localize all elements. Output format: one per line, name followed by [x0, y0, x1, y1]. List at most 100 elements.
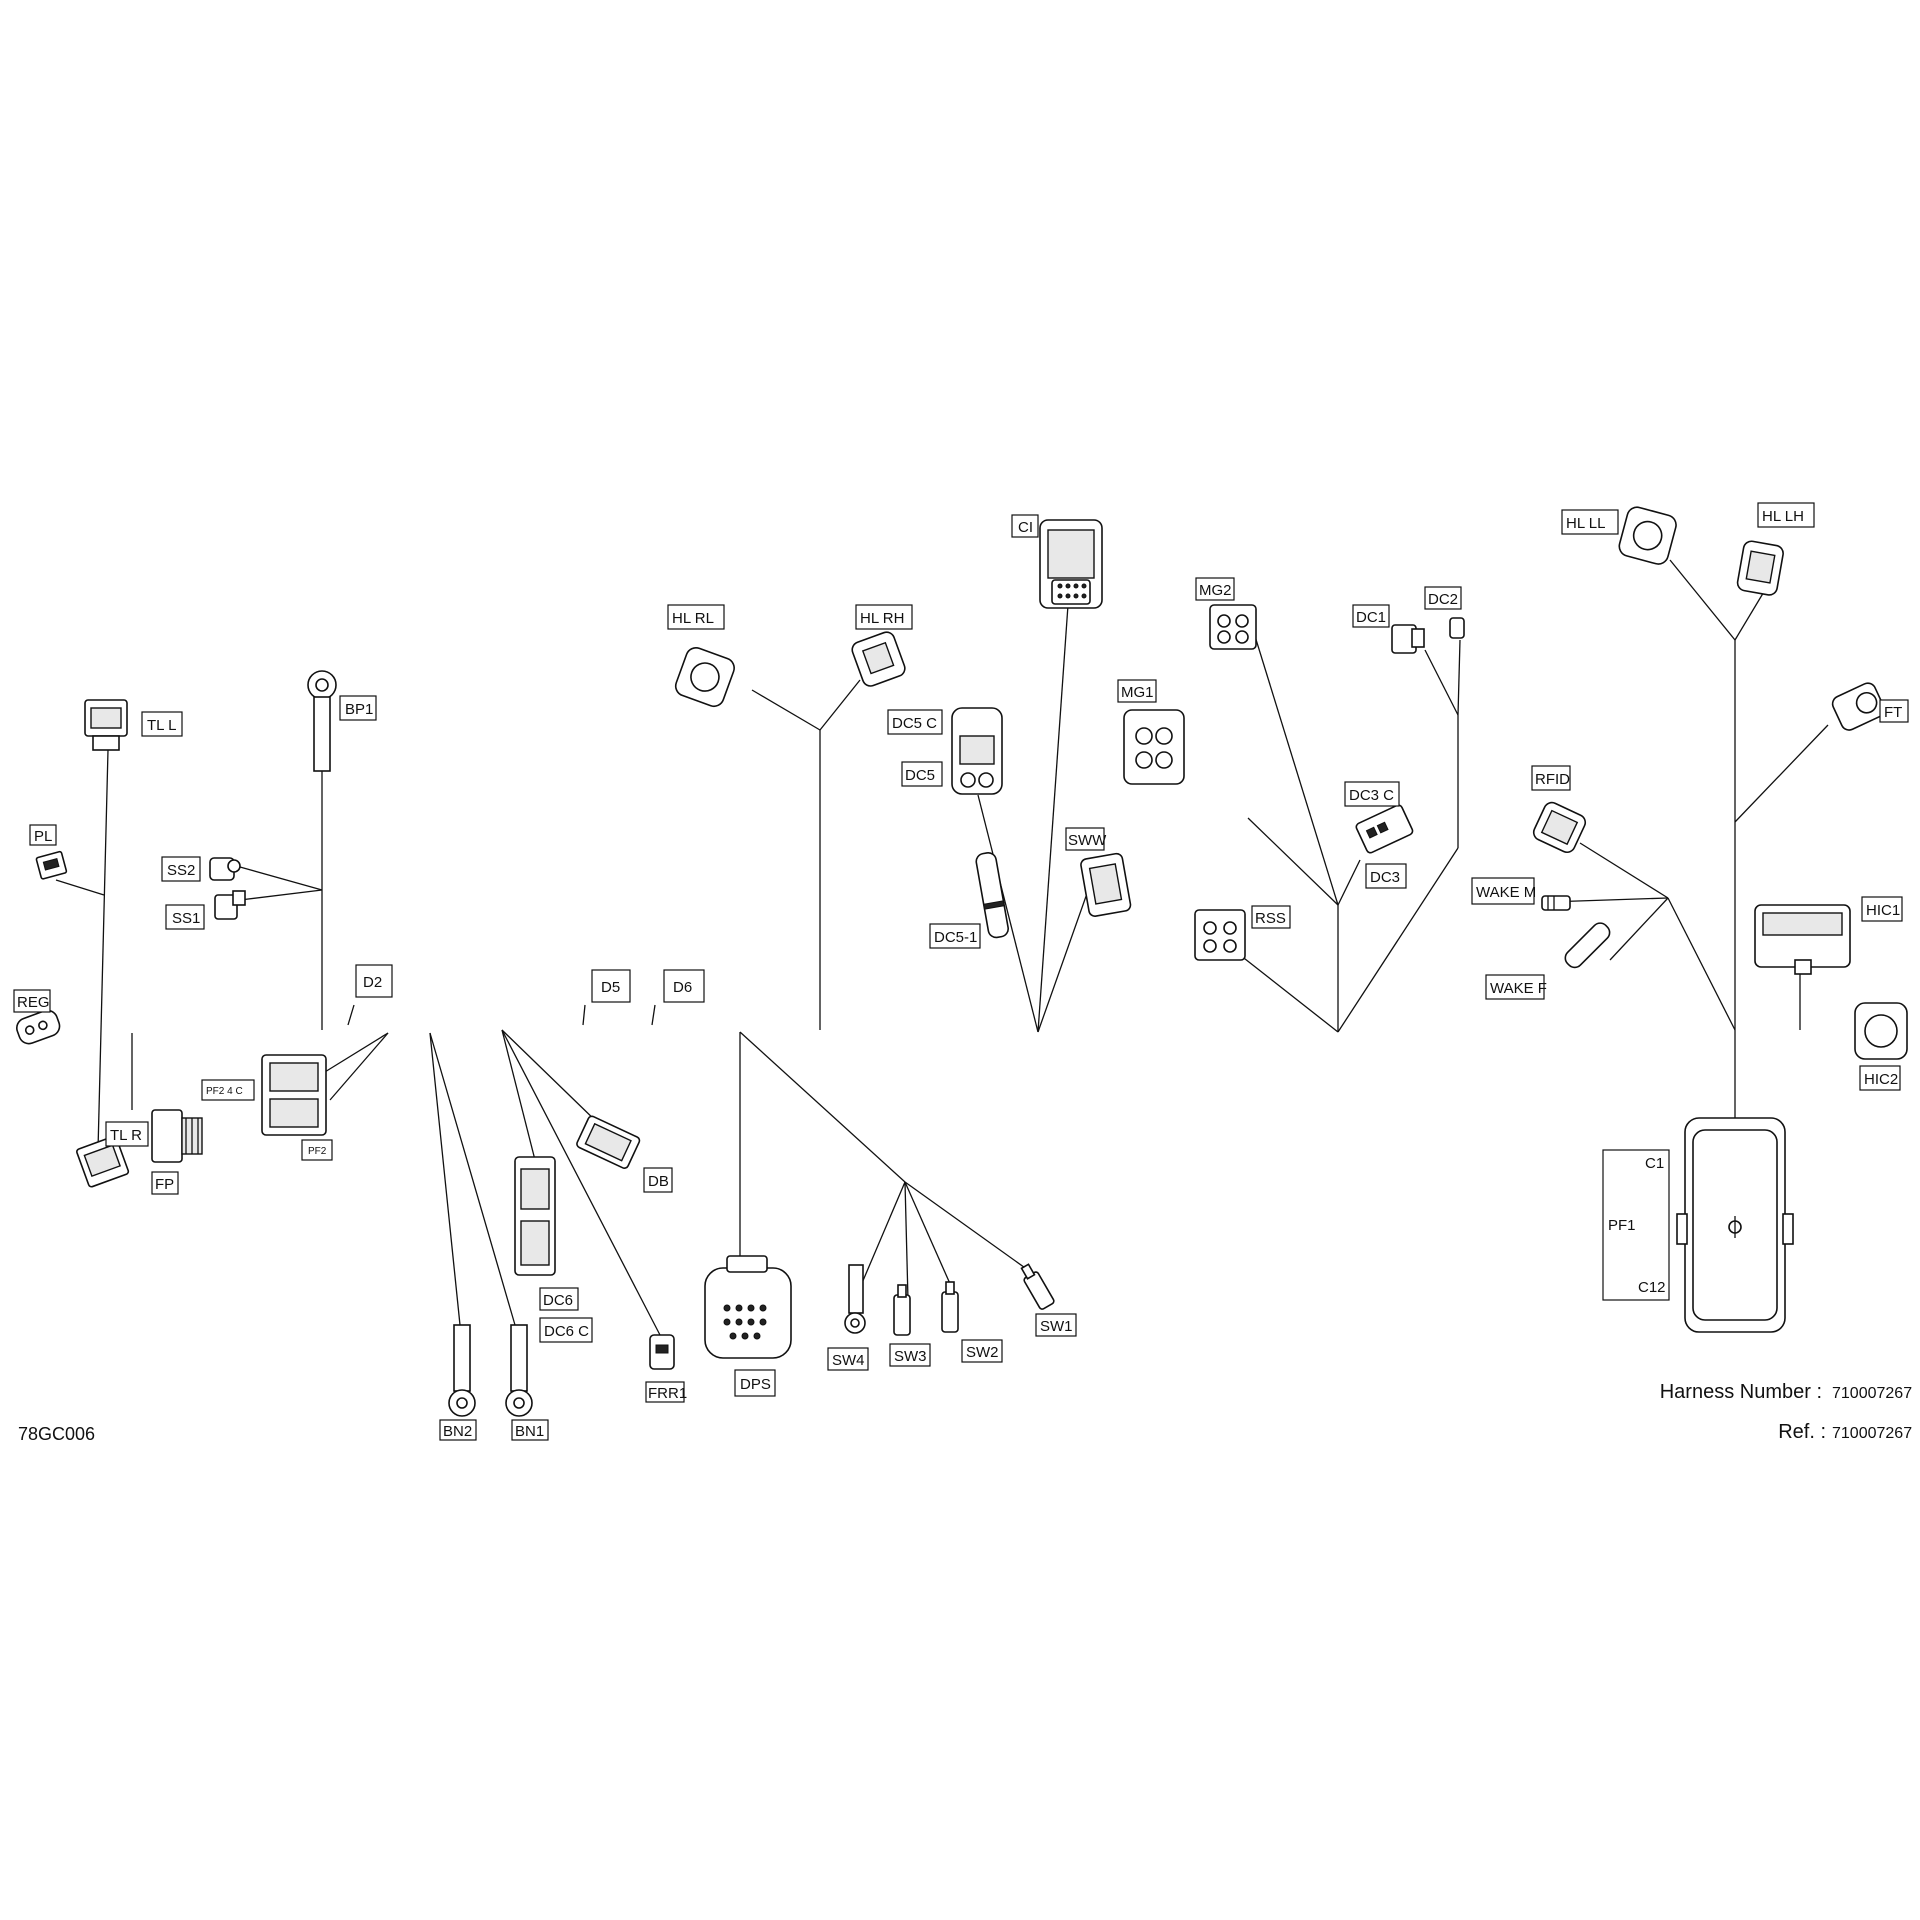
ring-terminal-bn1	[505, 1324, 533, 1417]
label-dc6: DC6	[539, 1287, 579, 1311]
label-wake-f: WAKE F	[1485, 974, 1547, 1000]
label-ss2: SS2	[161, 856, 201, 882]
svg-text:HL LH: HL LH	[1762, 508, 1804, 525]
connector-mg1	[1123, 709, 1185, 785]
label-bn2: BN2	[439, 1419, 477, 1441]
terminal-wake-f	[1564, 922, 1611, 969]
connector-dc6	[514, 1156, 556, 1276]
label-sw4: SW4	[827, 1347, 869, 1371]
svg-text:HL RL: HL RL	[672, 610, 714, 627]
label-d6: D6	[663, 969, 705, 1003]
label-pf2: PF2	[301, 1139, 333, 1161]
svg-text:DB: DB	[648, 1173, 669, 1190]
label-d5: D5	[591, 969, 631, 1003]
label-db: DB	[643, 1167, 673, 1193]
svg-text:DC6 C: DC6 C	[544, 1323, 589, 1340]
svg-text:DC3: DC3	[1370, 869, 1400, 886]
svg-text:WAKE F: WAKE F	[1490, 980, 1547, 997]
svg-text:WAKE M: WAKE M	[1476, 884, 1536, 901]
connector-tl-r	[76, 1135, 130, 1188]
label-sw1: SW1	[1035, 1313, 1077, 1337]
terminal-dc5-1	[975, 851, 1009, 939]
connector-pf2	[261, 1054, 327, 1136]
label-pl: PL	[29, 824, 57, 846]
svg-text:RSS: RSS	[1255, 910, 1286, 927]
ring-terminal-bn2	[448, 1324, 476, 1417]
label-hic2: HIC2	[1859, 1065, 1901, 1091]
svg-text:DC3 C: DC3 C	[1349, 787, 1394, 804]
terminal-wake-m	[1541, 895, 1571, 911]
ref-label: Ref. :	[1778, 1421, 1826, 1443]
label-dc3: DC3	[1365, 863, 1407, 889]
label-reg: REG	[13, 989, 51, 1013]
svg-text:DPS: DPS	[740, 1376, 771, 1393]
connector-rss	[1194, 909, 1246, 961]
connector-dc2	[1449, 617, 1465, 639]
svg-text:FRR1: FRR1	[648, 1385, 687, 1402]
fuse-box-pf1	[1676, 1117, 1794, 1333]
svg-text:HL RH: HL RH	[860, 610, 904, 627]
svg-text:DC5 C: DC5 C	[892, 715, 937, 732]
connector-fp	[151, 1109, 203, 1163]
ring-terminal-bp1	[307, 670, 337, 772]
label-hl-lh: HL LH	[1757, 502, 1815, 528]
label-rfid: RFID	[1531, 765, 1571, 791]
label-ss1: SS1	[165, 904, 205, 930]
connector-ss1	[214, 890, 246, 920]
connector-hl-lh	[1736, 540, 1784, 596]
label-sw2: SW2	[961, 1339, 1003, 1363]
label-mg1: MG1	[1117, 679, 1157, 703]
terminal-sw1	[1020, 1263, 1055, 1310]
connector-mg2	[1209, 604, 1257, 650]
label-dc1: DC1	[1352, 604, 1390, 628]
svg-text:SW1: SW1	[1040, 1318, 1073, 1335]
svg-text:PL: PL	[34, 828, 52, 845]
svg-text:SW4: SW4	[832, 1352, 865, 1369]
label-pf2-4c: PF2 4 C	[201, 1079, 255, 1101]
svg-text:TL L: TL L	[147, 717, 176, 734]
pf1-panel: C1 PF1 C12	[1602, 1149, 1670, 1301]
svg-text:MG1: MG1	[1121, 684, 1154, 701]
harness-number-value: 710007267	[1832, 1385, 1912, 1402]
label-dc3-c: DC3 C	[1344, 781, 1400, 807]
terminal-sw3	[893, 1284, 911, 1336]
svg-text:CI: CI	[1018, 519, 1033, 536]
label-dc2: DC2	[1424, 586, 1462, 610]
svg-text:BP1: BP1	[345, 701, 373, 718]
svg-text:MG2: MG2	[1199, 582, 1232, 599]
harness-number-label: Harness Number :	[1660, 1381, 1822, 1403]
connector-reg	[16, 1009, 61, 1045]
label-mg2: MG2	[1195, 577, 1235, 601]
connector-hic1	[1754, 904, 1851, 975]
label-frr1: FRR1	[645, 1381, 687, 1403]
svg-text:BN1: BN1	[515, 1423, 544, 1440]
connector-sww	[1080, 852, 1132, 917]
label-hic1: HIC1	[1861, 896, 1903, 922]
svg-text:FP: FP	[155, 1176, 174, 1193]
svg-text:HIC2: HIC2	[1864, 1071, 1898, 1088]
connector-db	[576, 1115, 641, 1169]
connector-hl-ll	[1618, 506, 1677, 565]
connector-frr1	[649, 1334, 675, 1370]
svg-text:SW3: SW3	[894, 1348, 927, 1365]
label-sw3: SW3	[889, 1343, 931, 1367]
svg-text:C12: C12	[1638, 1279, 1666, 1296]
label-ft: FT	[1879, 699, 1909, 723]
ref-value: 710007267	[1832, 1425, 1912, 1442]
wires	[55, 559, 1829, 1336]
terminal-sw4	[844, 1264, 866, 1334]
svg-text:D2: D2	[363, 974, 382, 991]
label-dc5-1: DC5-1	[929, 923, 981, 949]
terminal-sw2	[941, 1281, 959, 1333]
label-hl-rh: HL RH	[855, 604, 913, 630]
svg-text:HIC1: HIC1	[1866, 902, 1900, 919]
label-tl-r: TL R	[105, 1121, 149, 1147]
svg-text:DC6: DC6	[543, 1292, 573, 1309]
connector-tl-l	[84, 699, 128, 751]
label-bn1: BN1	[511, 1419, 549, 1441]
label-dc5: DC5	[901, 761, 943, 787]
svg-text:RFID: RFID	[1535, 771, 1570, 788]
svg-text:DC1: DC1	[1356, 609, 1386, 626]
svg-text:D5: D5	[601, 979, 620, 996]
